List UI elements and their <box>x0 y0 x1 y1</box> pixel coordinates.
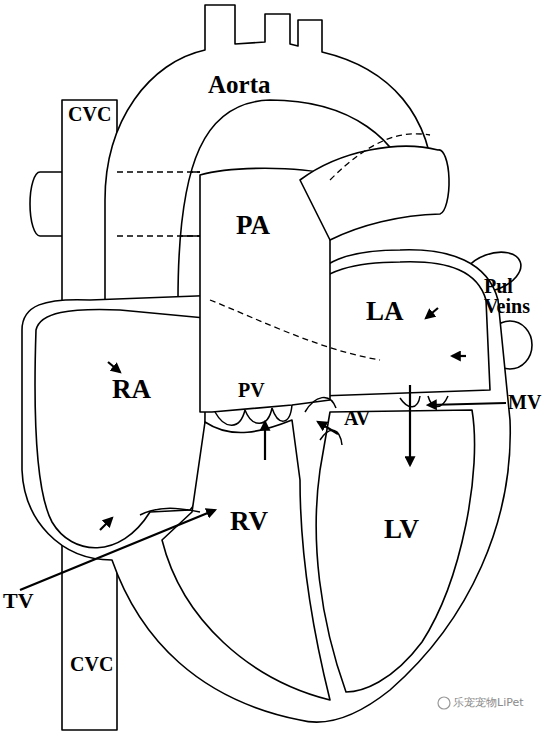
ventricle-wall <box>316 410 474 692</box>
flow-arrow <box>452 355 466 357</box>
flow-arrow <box>426 308 438 318</box>
valve-label: TV <box>3 590 34 612</box>
watermark: 乐宠宠物LiPet <box>453 697 524 708</box>
structure-label: CVC <box>70 654 113 674</box>
valve-label: PV <box>238 380 265 400</box>
chamber-label: PA <box>236 212 270 239</box>
tricuspid-valve <box>140 508 200 515</box>
atrium-wall <box>35 310 205 548</box>
hidden-outline <box>210 300 380 360</box>
ventricle-wall <box>162 420 330 700</box>
chamber-label: LA <box>366 298 404 325</box>
leader-line <box>428 403 506 405</box>
flow-arrow <box>264 422 266 460</box>
pulmonary-valve <box>215 405 292 425</box>
flow-arrow <box>318 422 338 434</box>
aortic-valve <box>305 397 342 445</box>
flow-arrow <box>108 362 120 372</box>
leader-line <box>20 510 215 590</box>
hidden-outline <box>330 134 430 180</box>
hidden-outline <box>117 235 200 236</box>
valve-label: AV <box>344 408 370 428</box>
chamber-label: RV <box>230 508 268 535</box>
chamber-label: RA <box>112 376 151 403</box>
structure-label: Pul Veins <box>484 276 556 316</box>
hidden-outline <box>117 171 200 172</box>
flow-arrow <box>409 385 411 465</box>
watermark-icon <box>438 697 450 709</box>
flow-arrow <box>100 518 112 530</box>
pulmonary-branch <box>300 146 449 240</box>
chamber-label: LV <box>384 516 419 543</box>
structure-label: Aorta <box>208 72 270 97</box>
pulmonary-trunk <box>200 168 330 412</box>
structure-label: CVC <box>68 104 111 124</box>
valve-label: MV <box>508 392 541 412</box>
